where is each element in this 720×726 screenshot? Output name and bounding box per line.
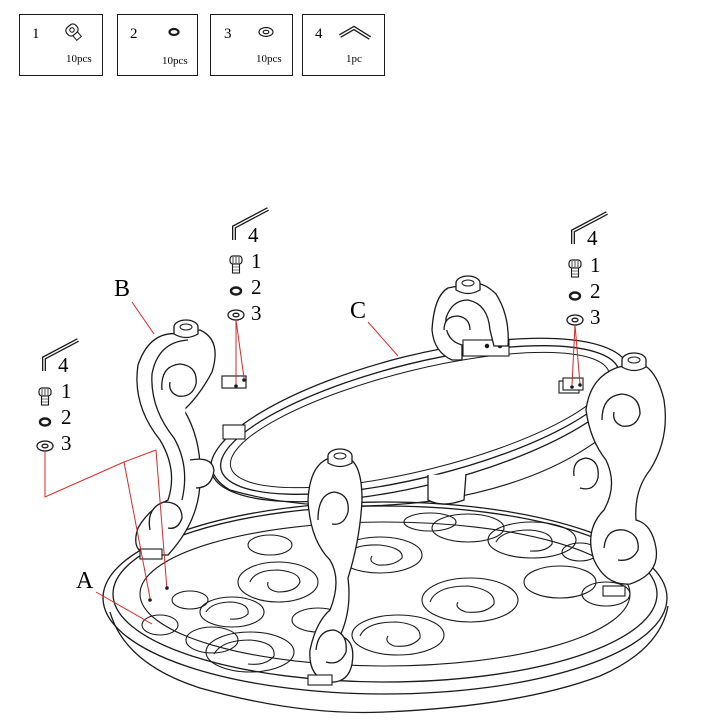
part-number: 1: [32, 26, 40, 42]
flat-washer-icon: [227, 309, 245, 321]
label-a: A: [76, 568, 94, 594]
socket-bolt-icon: [38, 387, 52, 406]
part-quantity: 10pcs: [162, 55, 188, 67]
part-number: 3: [224, 26, 232, 42]
part-box-2: 2 10pcs: [117, 14, 198, 76]
part-number: 2: [130, 26, 138, 42]
part-box-4: 4 1pc: [302, 14, 385, 76]
part-box-3: 3 10pcs: [210, 14, 293, 76]
lock-washer-icon: [568, 291, 582, 301]
lock-washer-icon: [168, 27, 180, 37]
step-label-tool: 4: [587, 226, 598, 250]
foot-plates: [139, 375, 626, 686]
step-label-lock-washer: 2: [61, 405, 72, 429]
part-quantity: 1pc: [346, 53, 362, 65]
step-label-tool: 4: [58, 353, 69, 377]
leg-back-center: [427, 282, 509, 505]
top-frame: [209, 337, 635, 507]
leg-front-center: [307, 457, 363, 683]
part-quantity: 10pcs: [66, 53, 92, 65]
step-label-bolt: 1: [61, 379, 72, 403]
hardware-group-right: 4 1 2 3: [566, 211, 609, 329]
flat-washer-icon: [36, 440, 54, 452]
parts-list: 1 10pcs 2 10pcs 3 10pcs 4: [19, 14, 385, 76]
step-label-lock-washer: 2: [590, 279, 601, 303]
lock-washer-icon: [38, 417, 52, 427]
leg-right: [573, 361, 667, 585]
socket-bolt-icon: [229, 255, 243, 274]
label-c: C: [350, 298, 366, 324]
lock-washer-icon: [229, 286, 243, 296]
bolt-holes: [148, 378, 582, 602]
label-b: B: [114, 276, 130, 302]
socket-bolt-icon: [65, 23, 83, 42]
hardware-group-left: 4 1 2 3: [36, 338, 80, 455]
leg-left: [135, 329, 216, 556]
step-label-lock-washer: 2: [251, 275, 262, 299]
callouts: B C A: [76, 276, 399, 625]
step-label-bolt: 1: [251, 249, 262, 273]
installation-leaders: [44, 319, 581, 599]
hardware-group-center: 4 1 2 3: [227, 207, 270, 325]
step-label-flat-washer: 3: [61, 431, 72, 455]
part-quantity: 10pcs: [256, 53, 282, 65]
socket-bolt-icon: [568, 259, 582, 278]
step-label-bolt: 1: [590, 253, 601, 277]
flat-washer-icon: [566, 314, 584, 326]
step-label-tool: 4: [248, 223, 259, 247]
base-frame: [102, 501, 669, 714]
step-label-flat-washer: 3: [251, 301, 262, 325]
allen-key-icon: [339, 25, 372, 40]
flat-washer-icon: [258, 26, 274, 38]
part-box-1: 1 10pcs: [19, 14, 103, 76]
step-label-flat-washer: 3: [590, 305, 601, 329]
part-number: 4: [315, 26, 323, 42]
